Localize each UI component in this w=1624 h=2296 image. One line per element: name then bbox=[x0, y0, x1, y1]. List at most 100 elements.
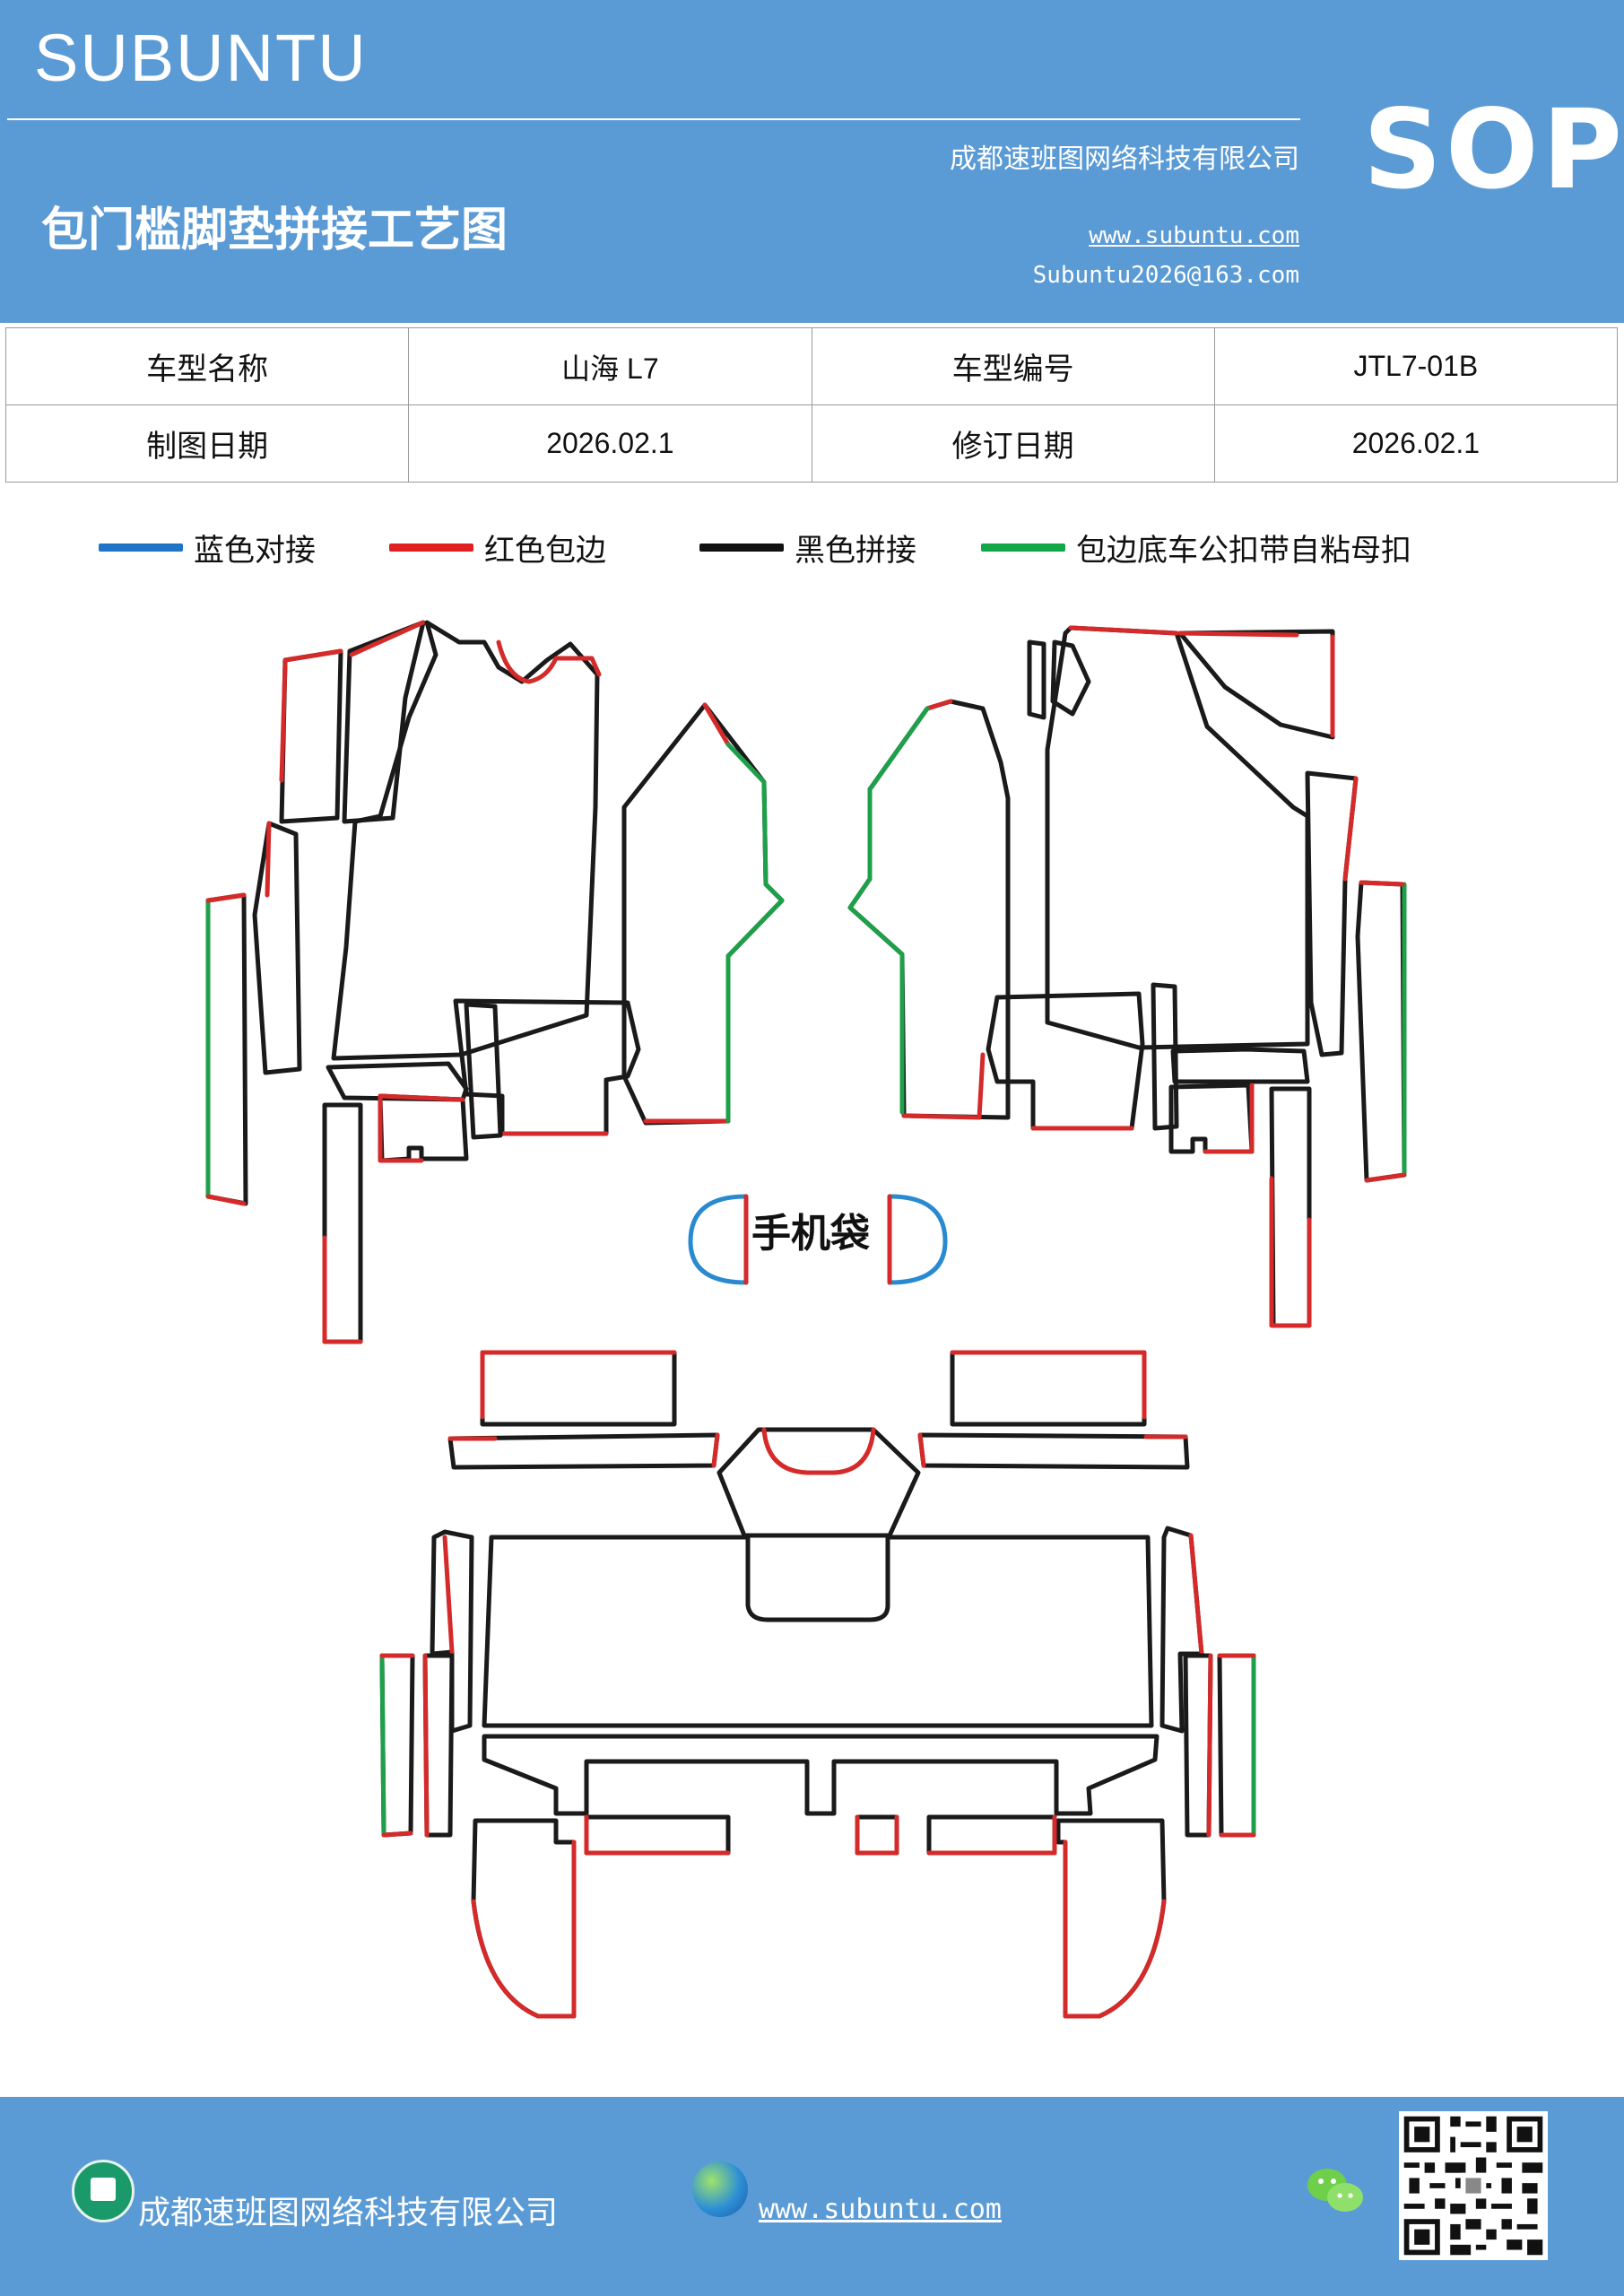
label-draw-date: 制图日期 bbox=[4, 404, 410, 483]
front-right-mats bbox=[847, 625, 1407, 1328]
qr-code-icon[interactable] bbox=[1399, 2111, 1548, 2260]
edge-red bbox=[378, 1093, 465, 1163]
sop-badge: SOP bbox=[1363, 86, 1624, 213]
mat-piece bbox=[422, 1653, 455, 1838]
legend-swatch-green bbox=[981, 543, 1065, 552]
mat-piece bbox=[917, 1432, 1190, 1470]
edge-red bbox=[471, 1839, 577, 2019]
mat-piece bbox=[464, 1002, 503, 1140]
table-row: 制图日期 2026.02.1 修订日期 2026.02.1 bbox=[4, 404, 1619, 483]
mat-piece bbox=[378, 1093, 469, 1163]
edge-red bbox=[1217, 1653, 1256, 1838]
mat-piece bbox=[482, 1734, 1159, 1816]
wechat-icon bbox=[1307, 2169, 1363, 2212]
mat-piece bbox=[716, 1427, 921, 1538]
mat-piece bbox=[986, 991, 1145, 1131]
mat-piece bbox=[1269, 1086, 1312, 1328]
edge-red bbox=[322, 1235, 363, 1344]
edge-red bbox=[205, 892, 247, 1206]
globe-icon bbox=[692, 2161, 748, 2217]
legend-item-red: 红色包边 bbox=[389, 529, 606, 569]
edge-red bbox=[422, 1653, 430, 1838]
mat-piece bbox=[482, 1535, 1154, 1728]
mat-piece bbox=[926, 1814, 1057, 1856]
mat-piece bbox=[1177, 629, 1335, 740]
label-revision-date: 修订日期 bbox=[811, 404, 1215, 483]
edge-red bbox=[1063, 1839, 1167, 2019]
legend-swatch-red bbox=[389, 543, 473, 552]
edge-red bbox=[265, 821, 272, 898]
label-model-name: 车型名称 bbox=[4, 327, 410, 405]
edge-red bbox=[643, 702, 731, 1124]
front-left-mats bbox=[205, 620, 785, 1344]
edge-red bbox=[901, 699, 986, 1120]
table-row: 车型名称 山海 L7 车型编号 JTL7-01B bbox=[4, 327, 1619, 405]
edge-red bbox=[1068, 625, 1179, 636]
mat-piece bbox=[1027, 639, 1046, 720]
edge-red bbox=[926, 1814, 1057, 1856]
edge-green bbox=[725, 742, 785, 1124]
mat-piece bbox=[331, 620, 600, 1061]
mat-piece bbox=[1151, 982, 1179, 1131]
edge-blue bbox=[688, 1194, 749, 1285]
edge-red bbox=[1359, 880, 1407, 1183]
legend-label: 包边底车公扣带自粘母扣 bbox=[1076, 532, 1411, 569]
edge-red bbox=[379, 1653, 415, 1838]
mat-piece bbox=[279, 648, 343, 824]
mat-piece bbox=[1305, 770, 1359, 1057]
mat-piece bbox=[1050, 639, 1091, 717]
header-company-name: 成都速班图网络科技有限公司 bbox=[950, 144, 1299, 175]
mat-piece bbox=[326, 1061, 469, 1102]
mat-piece bbox=[453, 998, 641, 1136]
brand-logo: SUBUNTU bbox=[34, 21, 368, 95]
value-revision-date: 2026.02.1 bbox=[1213, 404, 1619, 483]
mat-piece bbox=[1159, 1526, 1204, 1734]
building-icon bbox=[72, 2160, 135, 2222]
edge-red bbox=[442, 1535, 455, 1655]
header-banner bbox=[0, 0, 1624, 323]
mat-piece bbox=[480, 1350, 677, 1427]
edge-green bbox=[847, 706, 930, 1115]
mat-piece bbox=[584, 1814, 731, 1856]
mat-piece bbox=[471, 1818, 577, 2019]
legend-label: 蓝色对接 bbox=[194, 532, 316, 569]
value-draw-date: 2026.02.1 bbox=[408, 404, 812, 483]
edge-red bbox=[761, 1427, 876, 1475]
legend-swatch-black bbox=[699, 543, 784, 552]
phone-bag bbox=[688, 1194, 948, 1285]
header-divider bbox=[7, 118, 1300, 120]
legend-item-blue: 蓝色对接 bbox=[99, 529, 316, 569]
value-model-code: JTL7-01B bbox=[1213, 327, 1619, 405]
edge-red bbox=[584, 1814, 731, 1856]
edge-red bbox=[349, 620, 426, 657]
mat-piece bbox=[322, 1102, 363, 1344]
rear-mats bbox=[379, 1350, 1256, 2019]
edge-red bbox=[1206, 1653, 1213, 1838]
header-website-link[interactable]: www.subuntu.com bbox=[1089, 222, 1299, 249]
edge-red bbox=[1203, 1083, 1255, 1154]
edge-green bbox=[379, 1653, 386, 1838]
edge-red bbox=[950, 1350, 1147, 1420]
label-model-code: 车型编号 bbox=[811, 327, 1215, 405]
mat-piece bbox=[950, 1350, 1147, 1427]
edge-red bbox=[917, 1432, 1188, 1468]
page-title: 包门槛脚垫拼接工艺图 bbox=[41, 204, 508, 257]
edge-red bbox=[279, 648, 343, 783]
edge-red bbox=[480, 1350, 677, 1420]
mat-piece bbox=[855, 1814, 899, 1856]
phone-bag-label: 手机袋 bbox=[751, 1211, 870, 1257]
edge-red bbox=[496, 639, 602, 684]
vehicle-info-table: 车型名称 山海 L7 车型编号 JTL7-01B 制图日期 2026.02.1 … bbox=[4, 327, 1619, 483]
edge-red bbox=[1269, 1176, 1312, 1328]
edge-red bbox=[855, 1814, 899, 1856]
legend-item-green: 包边底车公扣带自粘母扣 bbox=[981, 529, 1411, 569]
mat-piece bbox=[379, 1653, 415, 1838]
footer-company-name: 成都速班图网络科技有限公司 bbox=[138, 2195, 559, 2231]
mat-piece bbox=[621, 702, 785, 1126]
edge-red bbox=[1342, 776, 1359, 882]
footer-website-link[interactable]: www.subuntu.com bbox=[759, 2194, 1002, 2225]
legend-label: 黑色拼接 bbox=[795, 532, 916, 569]
mat-piece bbox=[1217, 1653, 1256, 1838]
mat-piece bbox=[1055, 1818, 1167, 2019]
